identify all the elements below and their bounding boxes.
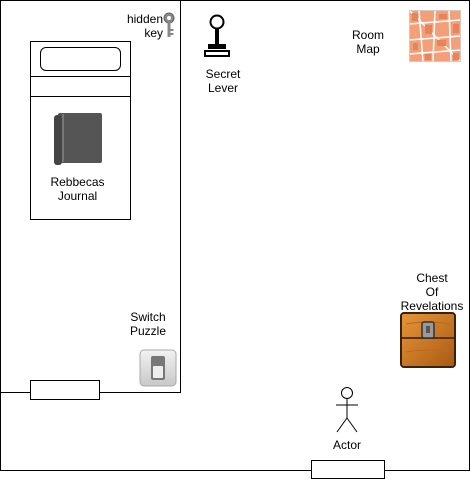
bed-upper-edge	[31, 76, 130, 77]
key-icon[interactable]	[162, 12, 176, 38]
toggle-switch-icon[interactable]	[139, 349, 177, 387]
bed-blanket-edge	[31, 96, 130, 97]
book-icon[interactable]	[54, 113, 102, 165]
bed-pillow	[40, 47, 121, 71]
treasure-chest-icon[interactable]	[400, 312, 456, 368]
inner-room-door[interactable]	[30, 380, 100, 400]
map-icon[interactable]	[409, 10, 461, 62]
stick-figure-icon[interactable]	[334, 386, 360, 434]
exit-door[interactable]	[311, 460, 385, 479]
actor-label: Actor	[332, 438, 361, 452]
lever-icon[interactable]	[203, 14, 231, 58]
